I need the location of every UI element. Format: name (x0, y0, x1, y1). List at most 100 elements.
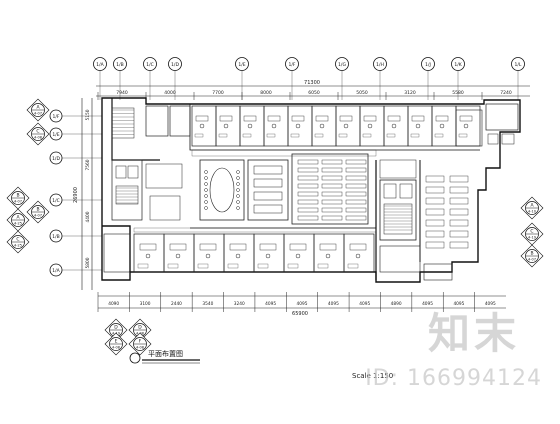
section-marker-letter: E (115, 339, 118, 345)
dim-label: 4000 (164, 90, 176, 96)
office-room (193, 233, 225, 273)
desk (321, 167, 343, 173)
chair (295, 253, 301, 259)
desk (297, 175, 319, 181)
chair (204, 182, 208, 186)
cabinet (410, 133, 420, 138)
chair (295, 123, 301, 129)
desk (345, 207, 367, 213)
section-markers: A4-07C4-08B4-07A4-25C4-25B4-07A4-10C4-19… (6, 98, 544, 356)
desk (339, 115, 353, 122)
plan-title: 平面布置图 (148, 349, 183, 358)
plan-title-block: 平面布置图 Scale 1:150 (129, 349, 393, 380)
chair (204, 170, 208, 174)
section-marker-letter: B (36, 207, 39, 213)
dim-label: 3120 (404, 90, 416, 96)
desk (425, 208, 445, 216)
desk (297, 183, 319, 189)
desk (297, 191, 319, 197)
axis-label: 1/C (52, 198, 60, 204)
chair (199, 123, 205, 129)
axis-bubble (113, 57, 127, 71)
elevator (383, 183, 397, 199)
dim-label: 6050 (308, 90, 320, 96)
dim-label: 3540 (202, 301, 213, 307)
desk (449, 186, 469, 194)
toilet (487, 133, 499, 145)
axis-bubble (49, 263, 63, 277)
cabinet (218, 133, 228, 138)
axis-bubble (421, 57, 435, 71)
dim-label: 7240 (500, 90, 512, 96)
chair (463, 123, 469, 129)
desk (321, 215, 343, 221)
chair (439, 123, 445, 129)
dim-label: 2440 (171, 301, 182, 307)
dim-label: 4095 (297, 301, 308, 307)
axis-label: 1/G (338, 62, 346, 68)
dim-label: 5580 (452, 90, 464, 96)
office-room (379, 245, 421, 273)
section-marker-letter: D (114, 325, 118, 331)
dimension-chains: 71300 65900 26900 (73, 80, 530, 317)
chair (205, 253, 211, 259)
axis-bubble (49, 229, 63, 243)
desk (425, 175, 445, 183)
cabinet (194, 133, 204, 138)
axis-bubble (335, 57, 349, 71)
desk (345, 215, 367, 221)
lobby (145, 163, 183, 189)
office-room (423, 263, 453, 281)
training-room (291, 153, 369, 225)
desk (229, 243, 247, 251)
chair (236, 176, 240, 180)
axis-label: 1/K (454, 62, 462, 68)
desk (321, 207, 343, 213)
section-marker-letter: C (16, 237, 19, 243)
chair (145, 253, 151, 259)
section-marker-letter: B (16, 193, 19, 199)
cabinet (314, 133, 324, 138)
table (253, 204, 283, 214)
meeting-room (199, 159, 245, 221)
desk (297, 159, 319, 165)
axis-label: 1/A (96, 62, 104, 68)
office-room (103, 233, 131, 273)
section-marker-sheet: 4-07 (528, 258, 536, 262)
desk (243, 115, 257, 122)
axis-label: 1/F (289, 62, 296, 68)
office-room (133, 233, 165, 273)
cabinet (317, 263, 329, 269)
desk (297, 215, 319, 221)
desk (319, 243, 337, 251)
desk (349, 243, 367, 251)
chair (236, 188, 240, 192)
cabinet (257, 263, 269, 269)
axis-label: 1/D (52, 156, 60, 162)
desk (297, 207, 319, 213)
desk (199, 243, 217, 251)
section-marker-sheet: 4-10 (528, 210, 536, 214)
plan-scale: Scale 1:150 (352, 372, 393, 380)
left-total-dim: 26900 (73, 187, 79, 203)
desk (139, 243, 157, 251)
desk (321, 199, 343, 205)
chair (236, 200, 240, 204)
section-marker-sheet: 4-08 (112, 346, 120, 350)
chair (204, 206, 208, 210)
cabinet (338, 133, 348, 138)
cabinet (197, 263, 209, 269)
desk (321, 175, 343, 181)
section-marker-letter: B (530, 251, 533, 257)
desk (449, 175, 469, 183)
stair (115, 185, 139, 205)
office-room (343, 233, 375, 273)
chair (175, 253, 181, 259)
desk (321, 159, 343, 165)
desk (449, 219, 469, 227)
chair (204, 188, 208, 192)
cabinet (242, 133, 252, 138)
table (253, 191, 283, 201)
